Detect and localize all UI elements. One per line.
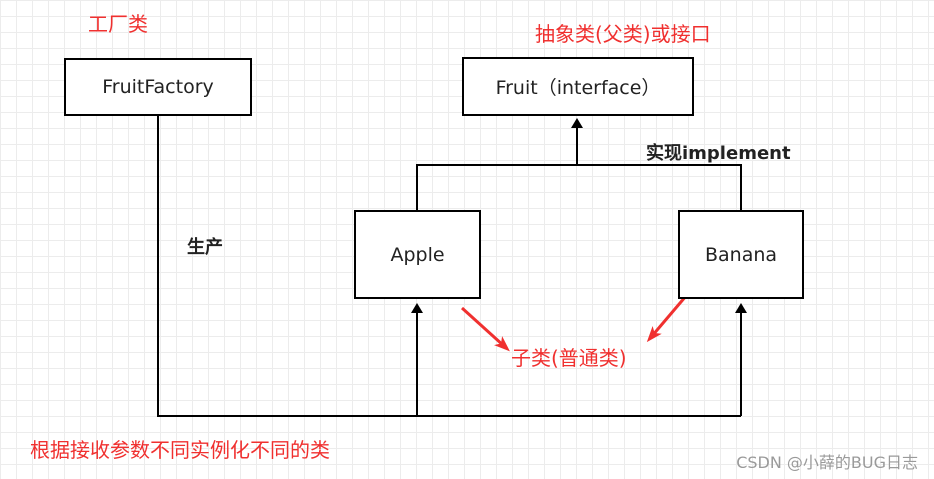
- implement-label: 实现implement: [646, 143, 791, 164]
- implement-line-banana: [577, 164, 742, 210]
- produce-line-factory: [157, 116, 741, 417]
- fruit-factory-label: FruitFactory: [102, 76, 214, 98]
- factory-class-title: 工厂类: [88, 12, 148, 36]
- produce-label: 生产: [187, 237, 223, 258]
- factory-description: 根据接收参数不同实例化不同的类: [30, 438, 330, 462]
- csdn-watermark: CSDN @小薛的BUG日志: [736, 453, 918, 472]
- fruit-interface-box: Fruit（interface）: [462, 57, 694, 116]
- red-arrow-banana: [646, 295, 688, 343]
- apple-box: Apple: [354, 210, 481, 299]
- subclass-label: 子类(普通类): [511, 346, 627, 370]
- red-arrow-apple: [460, 306, 510, 352]
- implement-line-apple: [416, 164, 577, 210]
- banana-box: Banana: [678, 210, 804, 299]
- fruit-interface-label: Fruit（interface）: [495, 77, 661, 99]
- banana-label: Banana: [704, 243, 778, 266]
- apple-label: Apple: [390, 243, 445, 266]
- parent-class-title: 抽象类(父类)或接口: [535, 22, 711, 46]
- fruit-factory-box: FruitFactory: [64, 58, 252, 116]
